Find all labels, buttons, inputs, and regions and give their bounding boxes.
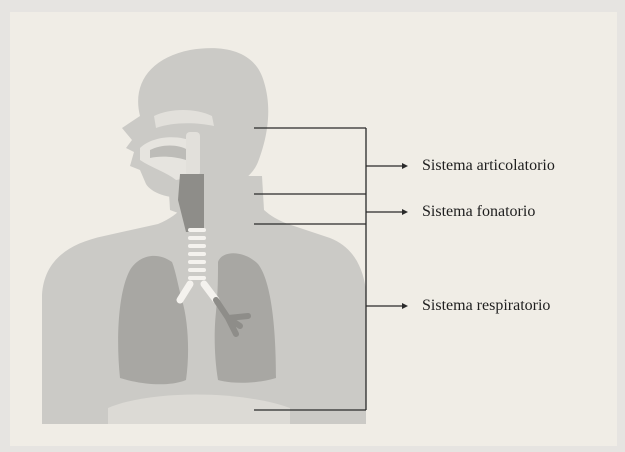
- arrowheads: [402, 163, 408, 309]
- label-sistema-respiratorio: Sistema respiratorio: [422, 297, 550, 315]
- arrowhead-articulatorio: [402, 163, 408, 169]
- arrowhead-respiratorio: [402, 303, 408, 309]
- label-sistema-articolatorio: Sistema articolatorio: [422, 157, 555, 175]
- label-sistema-fonatorio: Sistema fonatorio: [422, 203, 535, 221]
- arrowhead-fonatorio: [402, 209, 408, 215]
- pharynx: [186, 132, 200, 176]
